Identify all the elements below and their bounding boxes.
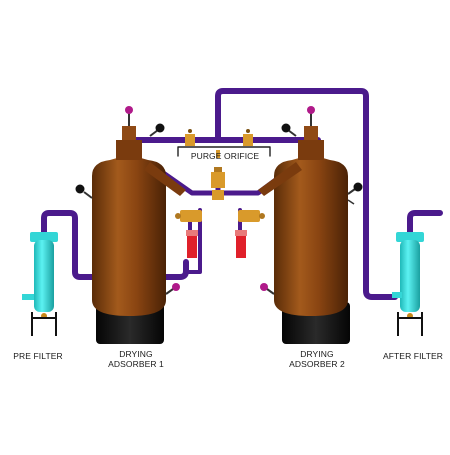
top-valve-1 (185, 134, 195, 146)
drain-valve-left-handle-icon (175, 213, 181, 219)
adsorber-1-label-line1: DRYING (119, 349, 153, 359)
adsorber-1-body (92, 156, 166, 316)
adsorber-2-side-port (258, 162, 302, 196)
after-filter-inlet-stub (392, 292, 402, 298)
adsorber-2-drain-stem (266, 288, 275, 295)
after-filter-label: AFTER FILTER (382, 351, 444, 361)
adsorber-1-drain-knob-icon (172, 283, 180, 291)
after-filter-stand (397, 312, 423, 336)
pre-filter-stand (31, 312, 57, 336)
top-valve-2-knob-icon (246, 129, 250, 133)
pre-filter-label: PRE FILTER (13, 351, 63, 361)
solenoid-right-cap (235, 230, 247, 236)
drain-valve-left (180, 210, 202, 222)
solenoid-left (187, 236, 197, 258)
adsorber-2-label-line2: ADSORBER 2 (289, 359, 345, 369)
adsorber-2-body (274, 156, 348, 316)
after-filter-outlet-pipe (407, 210, 443, 236)
adsorber-2-right-valve-stem (347, 188, 356, 195)
adsorber-1-side-port (144, 162, 186, 196)
drain-valve-right (238, 210, 260, 222)
adsorber-1-drain-stem (165, 288, 174, 295)
manifold-center-cap (214, 167, 222, 172)
adsorber-2-neck (298, 140, 324, 160)
manifold-center-valve (211, 172, 225, 188)
purge-orifice-nozzle (216, 150, 220, 158)
purge-orifice-bracket (177, 146, 271, 157)
adsorber-2-relief-knob-icon (307, 106, 315, 114)
adsorber-1-gauge-icon (155, 123, 165, 133)
adsorber-2-drain-knob-icon (260, 283, 268, 291)
pre-filter-body (34, 240, 54, 312)
adsorber-2-gauge-icon (281, 123, 291, 133)
adsorber-1-left-gauge-icon (75, 184, 85, 194)
after-filter (392, 232, 424, 336)
adsorber-1-left-valve-stem (83, 191, 93, 199)
adsorber-2 (258, 106, 363, 344)
top-valve-2 (243, 134, 253, 146)
adsorber-1-label: DRYING ADSORBER 1 (97, 349, 175, 369)
adsorber-2-right-gauge-icon (353, 182, 363, 192)
adsorber-2-side-stem (347, 199, 355, 205)
center-manifold (175, 167, 265, 258)
adsorber-1-label-line2: ADSORBER 1 (108, 359, 164, 369)
adsorber-2-flange (304, 126, 318, 140)
adsorber-1-neck (116, 140, 142, 160)
top-valves (185, 129, 253, 158)
top-valve-1-knob-icon (188, 129, 192, 133)
after-filter-body (400, 240, 420, 312)
adsorber-1-relief-knob-icon (125, 106, 133, 114)
adsorber-1 (75, 106, 186, 344)
drain-line-left (184, 208, 202, 274)
after-filter-head (396, 232, 424, 242)
outlet-loop-pipe (215, 88, 398, 300)
pre-filter-head (30, 232, 58, 242)
pre-filter-inlet-pipe (41, 210, 189, 280)
solenoid-right (236, 236, 246, 258)
manifold-center-lower (212, 190, 224, 200)
adsorber-2-label: DRYING ADSORBER 2 (278, 349, 356, 369)
drain-valve-right-handle-icon (259, 213, 265, 219)
pre-filter-inlet-stub (22, 294, 34, 300)
solenoid-left-cap (186, 230, 198, 236)
pre-filter (22, 232, 58, 336)
adsorber-1-flange (122, 126, 136, 140)
purge-orifice-label: PURGE ORIFICE (190, 151, 260, 161)
adsorber-2-label-line1: DRYING (300, 349, 334, 359)
